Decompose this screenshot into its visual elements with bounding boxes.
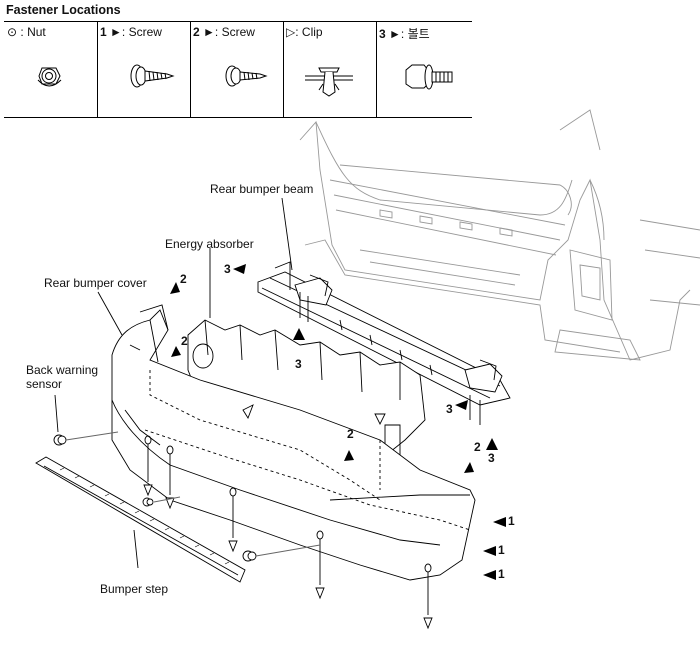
back-warning-sensor-label-1: Back warning [26, 363, 99, 377]
marker-2-cover-side: 2 [181, 334, 188, 348]
rear-bumper-beam-label: Rear bumper beam [210, 182, 314, 196]
screw-1-symbol: ► [110, 25, 122, 39]
clip-triangles [143, 404, 433, 630]
screw-2-number: 2 [193, 25, 200, 39]
leader-beam [281, 197, 293, 271]
legend-label-screw-1: 1 ►: Screw [100, 25, 162, 39]
legend-cell-screw-2: 2 ►: Screw [190, 22, 284, 117]
rear-bumper-cover-label: Rear bumper cover [44, 276, 147, 290]
screw-1-label: : Screw [121, 25, 162, 39]
bolt-icon [405, 64, 453, 90]
marker-1-bottom: 1 [498, 567, 505, 581]
fastener-locations-title: Fastener Locations [6, 3, 121, 17]
nut-icon [37, 67, 62, 87]
marker-1-middle: 1 [498, 543, 505, 557]
rear-bumper-beam [257, 261, 511, 425]
back-warning-sensor-label-2: sensor [26, 377, 63, 391]
clip-symbol: ▷ [286, 25, 296, 39]
fastener-dashed-lines [144, 370, 471, 531]
legend-cell-bolt: 3 ►: 볼트 [376, 22, 472, 117]
marker-3-beam-bottom: 3 [295, 357, 302, 371]
marker-1-top: 1 [508, 514, 515, 528]
clip-label: : Clip [295, 25, 323, 39]
energy-absorber-label: Energy absorber [165, 237, 254, 251]
bumper-step-label: Bumper step [100, 582, 169, 596]
arrow-markers [170, 264, 506, 580]
bolt-symbol: ► [389, 27, 401, 41]
screw-icon [130, 64, 175, 88]
marker-2-right: 2 [474, 440, 481, 454]
legend-cell-nut: ⊙ : Nut [4, 22, 98, 117]
bolt-number: 3 [379, 27, 386, 41]
bumper-step [35, 456, 246, 583]
legend-label-screw-2: 2 ►: Screw [193, 25, 255, 39]
marker-3-beam-right: 3 [446, 402, 453, 416]
clip-icon [305, 67, 353, 97]
nut-symbol: ⊙ [7, 25, 18, 39]
vehicle-rear-body [299, 109, 700, 361]
legend-label-bolt: 3 ►: 볼트 [379, 25, 430, 42]
marker-2-cover-top: 2 [180, 272, 187, 286]
leader-step [133, 529, 139, 569]
marker-3-beam-right-bottom: 3 [488, 451, 495, 465]
legend-cell-clip: ▷: Clip [283, 22, 377, 117]
nut-label: : Nut [20, 25, 46, 39]
screw-icon [225, 65, 268, 87]
legend-label-nut: ⊙ : Nut [7, 25, 46, 39]
screw-2-symbol: ► [203, 25, 215, 39]
leader-cover [97, 291, 123, 336]
bolt-label: : 볼트 [400, 27, 430, 41]
legend-cell-screw-1: 1 ►: Screw [97, 22, 191, 117]
rear-bumper-cover [111, 304, 476, 581]
sensor-icons [53, 434, 257, 562]
leader-sensor [54, 394, 59, 433]
screw-1-number: 1 [100, 25, 107, 39]
marker-2-center: 2 [347, 427, 354, 441]
legend-label-clip: ▷: Clip [286, 25, 323, 39]
marker-3-beam-left: 3 [224, 262, 231, 276]
screw-2-label: : Screw [214, 25, 255, 39]
fastener-legend-table: ⊙ : Nut 1 ►: Screw [4, 21, 472, 118]
